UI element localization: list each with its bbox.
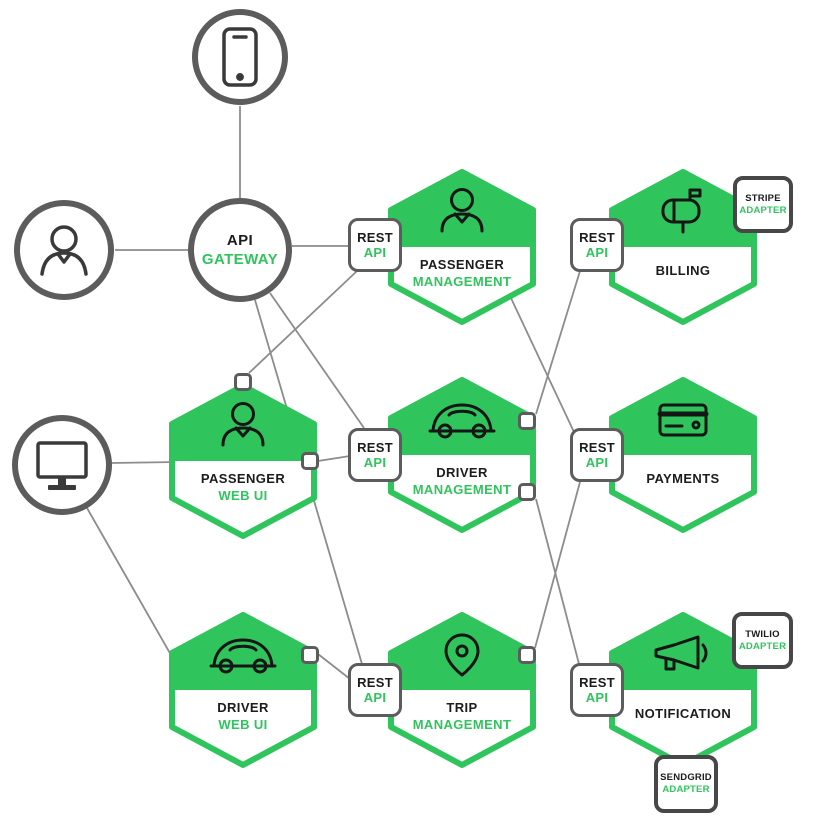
passenger-icon bbox=[221, 402, 265, 447]
service-passenger-management: PASSENGER MANAGEMENT bbox=[387, 168, 537, 326]
connection-port bbox=[518, 483, 536, 501]
connector-line bbox=[535, 270, 581, 415]
service-payments: PAYMENTS bbox=[608, 376, 758, 534]
connector-line bbox=[248, 270, 358, 374]
credit-card-icon bbox=[657, 403, 709, 437]
service-trip-management: TRIP MANAGEMENT bbox=[387, 611, 537, 769]
desktop-monitor-icon bbox=[36, 441, 88, 490]
hexagon-shape bbox=[609, 612, 757, 768]
api-gateway-label: API GATEWAY bbox=[201, 232, 279, 268]
desktop-node bbox=[12, 415, 112, 515]
connector-line bbox=[86, 507, 184, 677]
connector-line bbox=[110, 461, 179, 464]
service-label: TRIP MANAGEMENT bbox=[412, 700, 512, 732]
service-label: NOTIFICATION bbox=[634, 706, 732, 721]
sendgrid-adapter: SENDGRID ADAPTER bbox=[654, 755, 718, 813]
user-icon bbox=[40, 225, 88, 276]
megaphone-icon bbox=[654, 635, 708, 671]
service-label: PASSENGER WEB UI bbox=[200, 471, 286, 503]
service-notification: NOTIFICATION bbox=[608, 611, 758, 769]
user-node bbox=[14, 200, 114, 300]
hexagon-shape bbox=[169, 612, 317, 768]
connection-port bbox=[301, 452, 319, 470]
connector-line bbox=[534, 481, 581, 649]
passenger-icon bbox=[440, 188, 484, 233]
connector-line bbox=[317, 653, 351, 680]
service-label: DRIVER MANAGEMENT bbox=[412, 465, 512, 497]
service-label: BILLING bbox=[655, 263, 711, 278]
hexagon-shape bbox=[388, 612, 536, 768]
connector-line bbox=[535, 498, 580, 665]
rest-api-trip-management: REST API bbox=[348, 663, 402, 717]
rest-api-driver-management: REST API bbox=[348, 428, 402, 482]
connection-port bbox=[518, 412, 536, 430]
car-icon bbox=[209, 638, 277, 674]
rest-api-notification: REST API bbox=[570, 663, 624, 717]
hexagon-shape bbox=[169, 383, 317, 539]
service-passenger-web-ui: PASSENGER WEB UI bbox=[168, 382, 318, 540]
smartphone-node bbox=[192, 9, 288, 105]
car-icon bbox=[428, 403, 496, 439]
map-pin-icon bbox=[444, 633, 480, 677]
service-label: DRIVER WEB UI bbox=[217, 700, 269, 732]
connector-line bbox=[269, 292, 365, 429]
service-driver-management: DRIVER MANAGEMENT bbox=[387, 376, 537, 534]
hexagon-shape bbox=[388, 169, 536, 325]
service-label: PASSENGER MANAGEMENT bbox=[412, 257, 512, 289]
stripe-adapter: STRIPE ADAPTER bbox=[733, 176, 793, 233]
twilio-adapter: TWILIO ADAPTER bbox=[732, 612, 793, 669]
connection-port bbox=[301, 646, 319, 664]
service-driver-web-ui: DRIVER WEB UI bbox=[168, 611, 318, 769]
rest-api-billing: REST API bbox=[570, 218, 624, 272]
hexagon-shape bbox=[388, 377, 536, 533]
rest-api-passenger-management: REST API bbox=[348, 218, 402, 272]
connector-line bbox=[317, 455, 351, 462]
hexagon-shape bbox=[609, 377, 757, 533]
api-gateway-node: API GATEWAY bbox=[188, 198, 292, 302]
mailbox-icon bbox=[661, 188, 702, 234]
smartphone-icon bbox=[222, 27, 258, 87]
service-label: PAYMENTS bbox=[646, 471, 720, 486]
connector-line bbox=[509, 295, 575, 433]
connection-port bbox=[234, 373, 252, 391]
rest-api-payments: REST API bbox=[570, 428, 624, 482]
connection-port bbox=[518, 646, 536, 664]
